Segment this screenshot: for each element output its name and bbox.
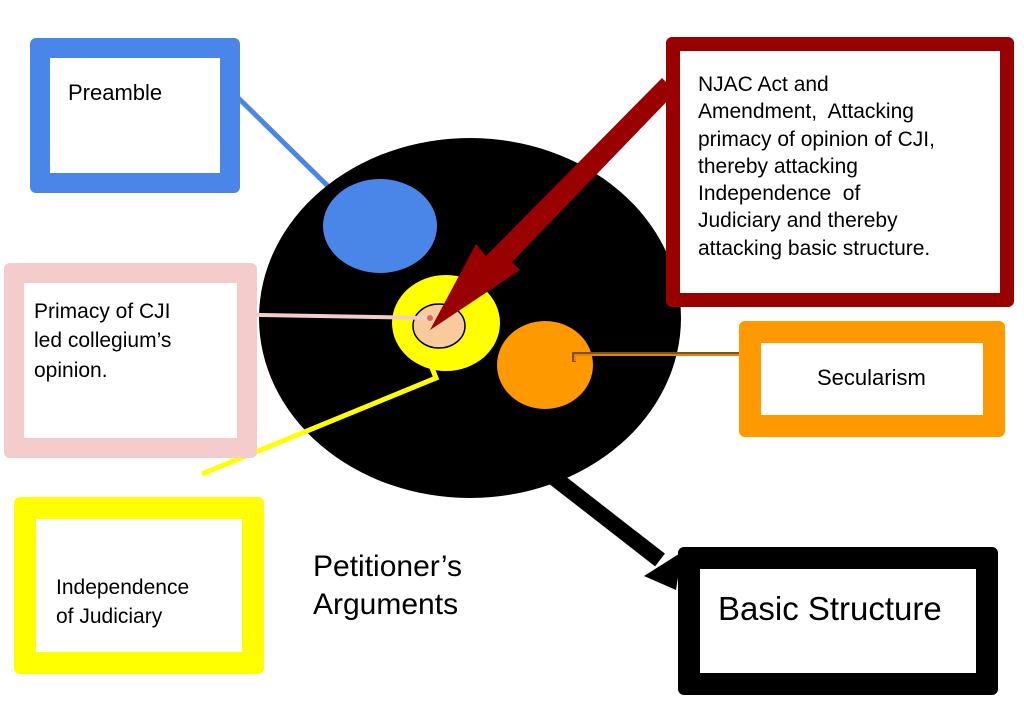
- independence-label: Independence of Judiciary: [56, 573, 256, 632]
- primacy-label: Primacy of CJI led collegium’s opinion.: [34, 297, 239, 385]
- independence-connector: [201, 367, 440, 477]
- secularism-label: Secularism: [817, 365, 926, 390]
- primacy-label-line-3: opinion.: [34, 358, 108, 382]
- njac-label-line-1: NJAC Act and: [698, 73, 829, 96]
- caption-line-1: Petitioner’s: [313, 550, 462, 583]
- secularism-box: Secularism: [739, 321, 1005, 437]
- basic-structure-box: Basic Structure: [678, 547, 998, 695]
- njac-label-line-3: primacy of opinion of CJI,: [698, 127, 935, 151]
- njac-label-line-6: Judiciary and thereby: [698, 209, 898, 233]
- secularism-connector: [572, 352, 774, 362]
- secularism-circle: [497, 321, 593, 409]
- njac-label-line-7: attacking basic structure.: [698, 236, 931, 260]
- njac-box: NJAC Act and Amendment, Attacking primac…: [666, 37, 1014, 307]
- preamble-box: Preamble: [30, 38, 240, 193]
- preamble-label: Preamble: [68, 80, 163, 105]
- njac-label-line-5: Independence of: [698, 182, 861, 206]
- njac-label: NJAC Act and Amendment, Attacking primac…: [698, 71, 998, 262]
- diagram-caption: Petitioner’s Arguments: [313, 548, 462, 623]
- njac-lightning-arrow: [430, 78, 676, 330]
- independence-label-line-1: Independence: [56, 576, 190, 599]
- basic-structure-label: Basic Structure: [718, 590, 942, 627]
- independence-label-line-2: of Judiciary: [56, 605, 163, 629]
- basic-structure-arrowhead: [644, 552, 682, 590]
- njac-label-line-2: Amendment, Attacking: [698, 100, 914, 124]
- primacy-box: Primacy of CJI led collegium’s opinion.: [4, 263, 257, 458]
- preamble-circle: [323, 179, 437, 273]
- basic-structure-arrow-shaft: [547, 469, 665, 567]
- caption-line-2: Arguments: [313, 587, 459, 621]
- primacy-label-line-1: Primacy of CJI: [34, 300, 171, 323]
- primacy-connector-dot: [427, 315, 433, 321]
- primacy-label-line-2: led collegium’s: [34, 329, 172, 353]
- secularism-connector-inner: [574, 354, 772, 361]
- independence-box: Independence of Judiciary: [14, 497, 264, 674]
- njac-label-line-4: thereby attacking: [698, 154, 858, 178]
